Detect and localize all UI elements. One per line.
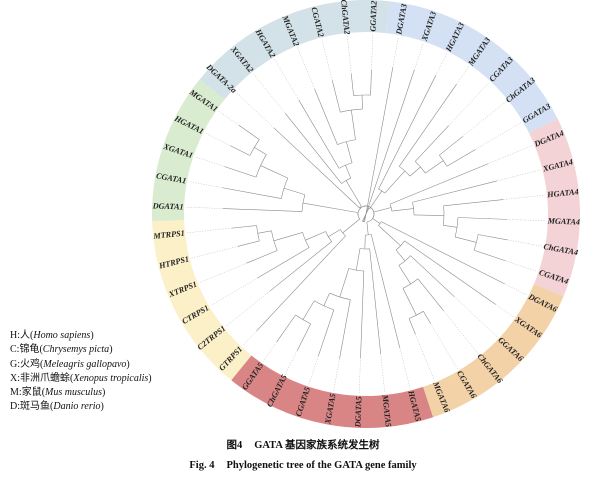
tree-branches (186, 34, 546, 394)
legend-latin-name: Homo sapiens (30, 330, 94, 341)
taxon-label: DGATA5 (353, 396, 363, 428)
legend-common-name: 斑马鱼 (20, 401, 51, 413)
taxon-label: MGATA4 (547, 216, 581, 226)
clade-band (152, 220, 252, 381)
clade-band (423, 284, 564, 418)
taxon-label: MTRPS1 (152, 229, 185, 241)
clade-band (152, 79, 225, 222)
taxon-label: MGATA5 (380, 393, 392, 427)
legend-item: M家鼠Mus musculus (10, 386, 210, 400)
legend-code: D (10, 401, 20, 412)
clade-band (199, 0, 390, 100)
legend-common-name: 锦龟 (19, 344, 40, 356)
legend-item: D斑马鱼Danio rerio (10, 400, 210, 414)
legend-latin-name: Danio rerio (50, 401, 104, 412)
taxon-label: DGATA1 (152, 201, 184, 211)
legend-latin-name: Chrysemys picta (39, 344, 112, 355)
legend-code: X (10, 373, 20, 384)
legend-item: H人Homo sapiens (10, 329, 210, 343)
legend-code: C (10, 344, 19, 355)
legend-common-name: 家鼠 (21, 387, 42, 399)
legend-latin-name: Xenopus tropicalis (70, 373, 152, 384)
caption-zh-number: 图4 (226, 440, 243, 451)
clade-band (231, 355, 434, 428)
caption-chinese: 图4 GATA 基因家族系统发生树 (0, 436, 606, 456)
taxon-label: GGATA2 (368, 1, 378, 32)
legend-code: G (10, 359, 20, 370)
legend-code: H (10, 330, 20, 341)
legend-latin-name: Meleagris gallopavo (40, 359, 130, 370)
taxon-label: HGATA4 (546, 187, 579, 199)
caption-en-title: Phylogenetic tree of the GATA gene famil… (226, 460, 417, 471)
taxon-label: ChGATA2 (339, 0, 352, 35)
legend-item: C锦龟Chrysemys picta (10, 343, 210, 357)
legend-item: G火鸡Meleagris gallopavo (10, 358, 210, 372)
caption-english: Fig. 4 Phylogenetic tree of the GATA gene… (0, 456, 606, 476)
clade-band (385, 1, 558, 133)
species-legend: H人Homo sapiensC锦龟Chrysemys pictaG火鸡Melea… (10, 329, 210, 415)
legend-common-name: 非洲爪蟾蜍 (20, 372, 71, 384)
phylogenetic-tree: GTRPS1C2TRPS1CTRPS1XTRPS1HTRPS1MTRPS1DGA… (152, 0, 581, 428)
legend-common-name: 火鸡 (20, 358, 41, 370)
caption-en-number: Fig. 4 (189, 460, 215, 471)
legend-code: M (10, 387, 22, 398)
figure-caption: 图4 GATA 基因家族系统发生树 Fig. 4 Phylogenetic tree… (0, 436, 606, 476)
clade-band (528, 118, 580, 297)
legend-common-name: 人 (20, 330, 31, 341)
legend-latin-name: Mus musculus (42, 387, 106, 398)
caption-zh-title: GATA 基因家族系统发生树 (254, 440, 380, 451)
legend-item: X非洲爪蟾蜍Xenopus tropicalis (10, 372, 210, 386)
